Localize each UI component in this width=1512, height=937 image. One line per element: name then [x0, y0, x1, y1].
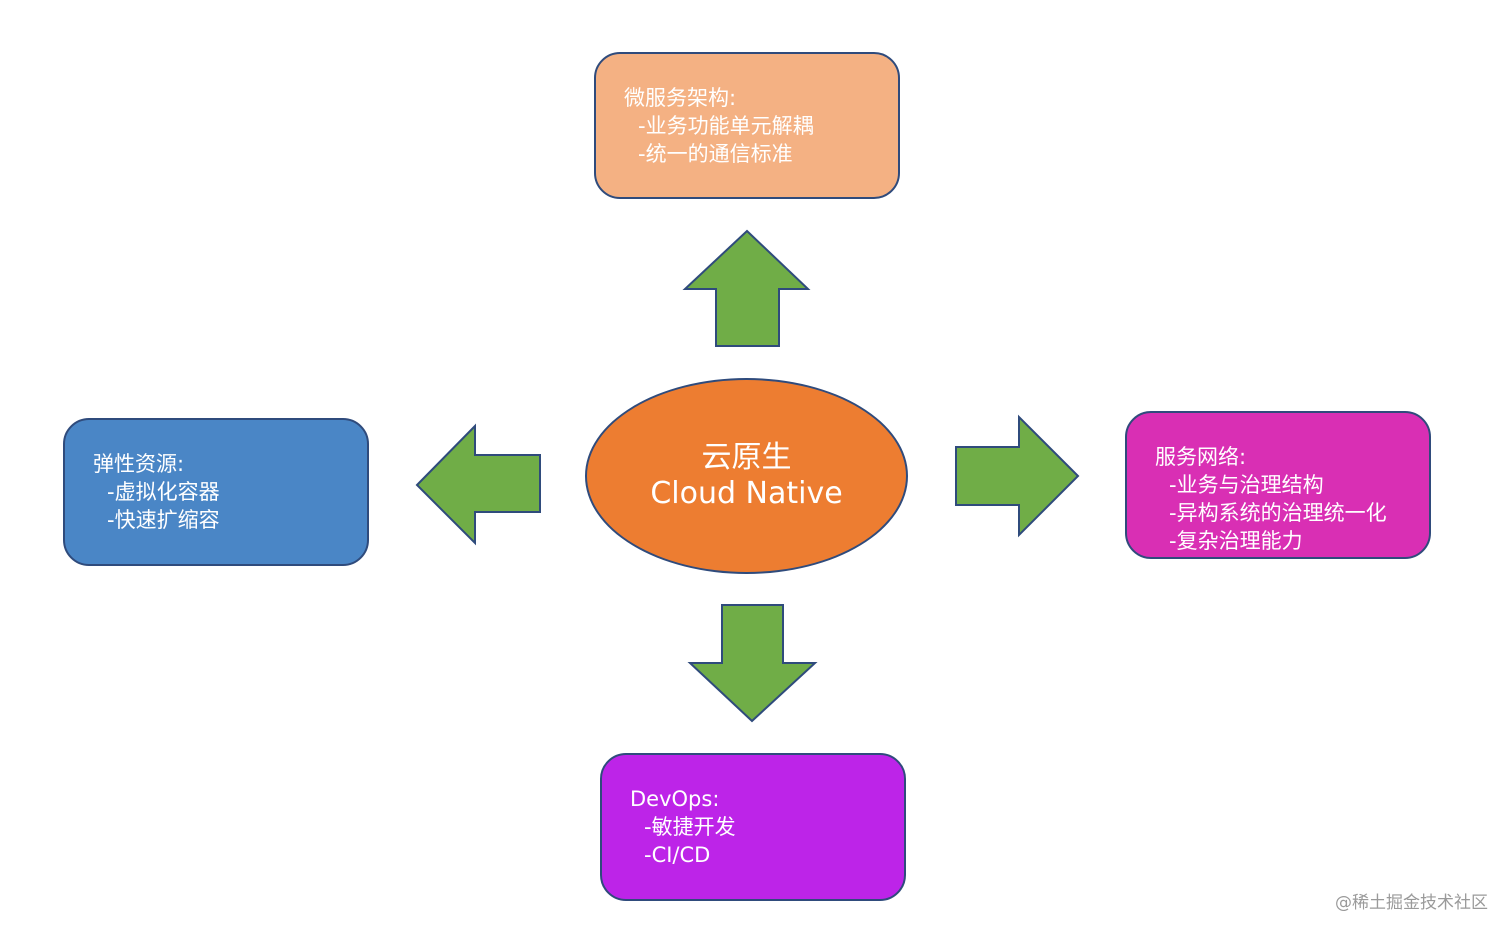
elastic-resources-item: -虚拟化容器: [107, 480, 220, 504]
arrow-left: [415, 423, 541, 546]
watermark: @稀土掘金技术社区: [1335, 893, 1488, 913]
elastic-resources-item: -快速扩缩容: [107, 508, 220, 532]
elastic-resources-title: 弹性资源:: [93, 452, 185, 476]
microservices-item: -统一的通信标准: [638, 142, 793, 166]
elastic-resources-box: 弹性资源: -虚拟化容器 -快速扩缩容: [63, 418, 369, 566]
arrow-right: [955, 414, 1080, 538]
arrow-down: [687, 604, 818, 723]
devops-title: DevOps:: [630, 787, 720, 811]
microservices-item: -业务功能单元解耦: [638, 114, 814, 138]
devops-item: -CI/CD: [644, 843, 711, 867]
arrow-up: [682, 229, 811, 347]
center-ellipse: 云原生 Cloud Native: [585, 378, 908, 574]
devops-box: DevOps: -敏捷开发 -CI/CD: [600, 753, 906, 901]
service-mesh-box: 服务网络: -业务与治理结构 -异构系统的治理统一化 -复杂治理能力: [1125, 411, 1431, 559]
service-mesh-title: 服务网络:: [1155, 445, 1247, 469]
service-mesh-item: -复杂治理能力: [1169, 529, 1303, 553]
center-title-en: Cloud Native: [650, 476, 843, 511]
microservices-box: 微服务架构: -业务功能单元解耦 -统一的通信标准: [594, 52, 900, 199]
microservices-title: 微服务架构:: [624, 86, 737, 110]
service-mesh-item: -业务与治理结构: [1169, 473, 1324, 497]
service-mesh-item: -异构系统的治理统一化: [1169, 501, 1387, 525]
devops-item: -敏捷开发: [644, 815, 736, 839]
center-title-zh: 云原生: [701, 440, 792, 475]
